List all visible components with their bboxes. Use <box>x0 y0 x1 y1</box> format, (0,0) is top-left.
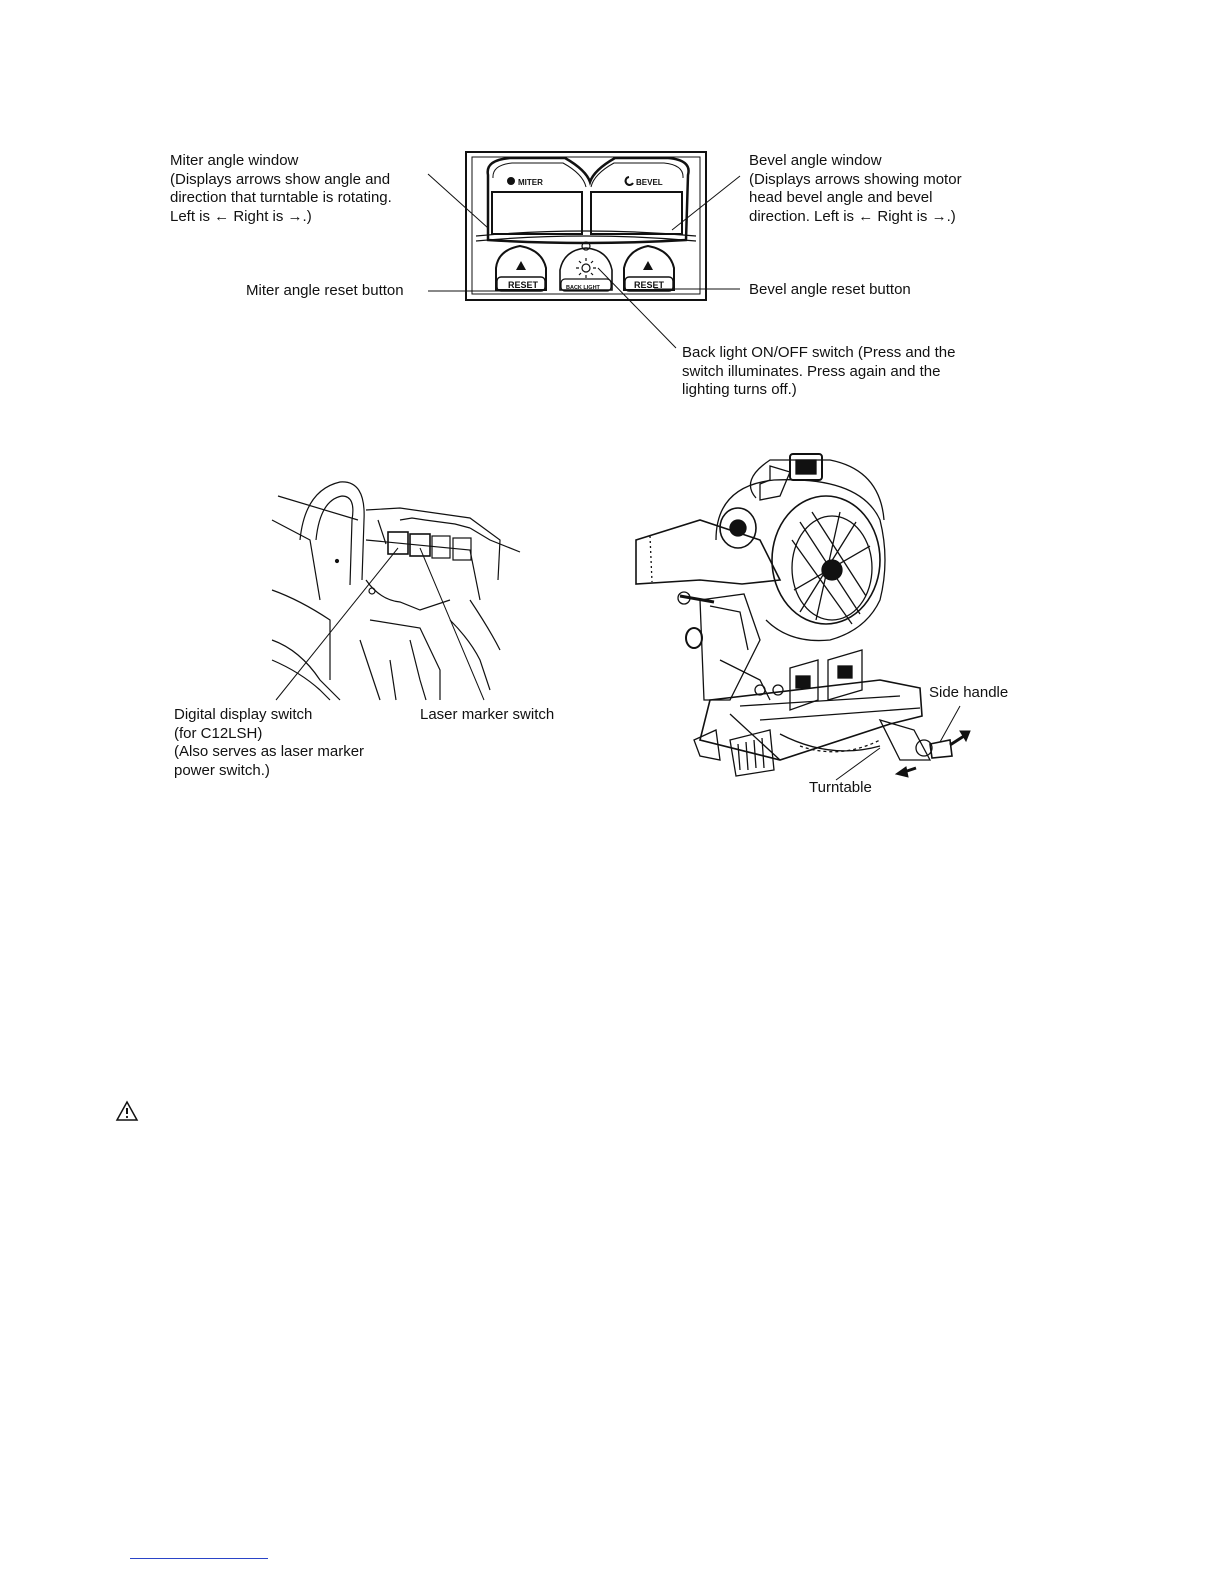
panel-leader-lines <box>427 173 741 349</box>
display-panel-print: MITER BEVEL RESET RESET BACK LIGHT <box>507 176 665 291</box>
bevel-window-desc-line: direction. Left is ← Right is →.) <box>749 207 956 225</box>
panel-miter-text: MITER <box>518 178 543 187</box>
digital-display-line: (for C12LSH) <box>174 724 263 742</box>
panel-reset-left-text: RESET <box>508 280 539 290</box>
panel-reset-right-text: RESET <box>634 280 665 290</box>
switch-leader-lines <box>275 547 485 701</box>
miter-symbol-icon <box>507 177 515 185</box>
miter-saw-drawing <box>635 453 953 777</box>
digital-display-switch-label: Digital display switch (for C12LSH) (Als… <box>174 706 364 780</box>
saw-arrows <box>894 730 971 778</box>
digital-display-line: power switch.) <box>174 761 270 779</box>
bevel-reset-label: Bevel angle reset button <box>749 281 911 298</box>
triangle-up-icon <box>643 261 653 270</box>
miter-reset-label: Miter angle reset button <box>246 282 404 299</box>
panel-back-light-text: BACK LIGHT <box>566 285 601 291</box>
back-light-line: Back light ON/OFF switch (Press and the <box>682 344 956 361</box>
bevel-symbol-icon <box>624 176 634 186</box>
footer-link-underline <box>130 1558 268 1559</box>
sun-icon <box>576 258 596 278</box>
laser-marker-switch-label: Laser marker switch <box>420 706 555 723</box>
saw-leader-lines <box>835 705 961 781</box>
back-light-line: switch illuminates. Press again and the <box>682 362 941 380</box>
miter-window-title: Miter angle window <box>170 152 299 169</box>
bevel-window-desc-line: (Displays arrows showing motor <box>749 170 962 188</box>
warning-triangle-icon <box>115 1100 139 1121</box>
bevel-window-label: Bevel angle window (Displays arrows show… <box>749 152 962 226</box>
triangle-up-icon <box>516 261 526 270</box>
miter-window-desc-line: direction that turntable is rotating. <box>170 189 392 206</box>
panel-bevel-text: BEVEL <box>636 178 663 187</box>
back-light-line: lighting turns off.) <box>682 381 797 398</box>
miter-window-desc-line: Left is ← Right is →.) <box>170 207 312 225</box>
turntable-label: Turntable <box>809 779 872 796</box>
back-light-label: Back light ON/OFF switch (Press and the … <box>682 344 955 400</box>
digital-display-line: Digital display switch <box>174 706 313 723</box>
digital-display-line: (Also serves as laser marker <box>174 743 365 760</box>
miter-window-label: Miter angle window (Displays arrows show… <box>170 152 392 226</box>
display-panel <box>465 151 707 301</box>
side-handle-label: Side handle <box>929 684 1009 701</box>
bevel-window-desc-line: head bevel angle and bevel <box>749 189 933 206</box>
switch-closeup-drawing <box>271 481 521 701</box>
bevel-window-title: Bevel angle window <box>749 152 882 169</box>
miter-window-desc-line: (Displays arrows show angle and <box>170 170 391 188</box>
